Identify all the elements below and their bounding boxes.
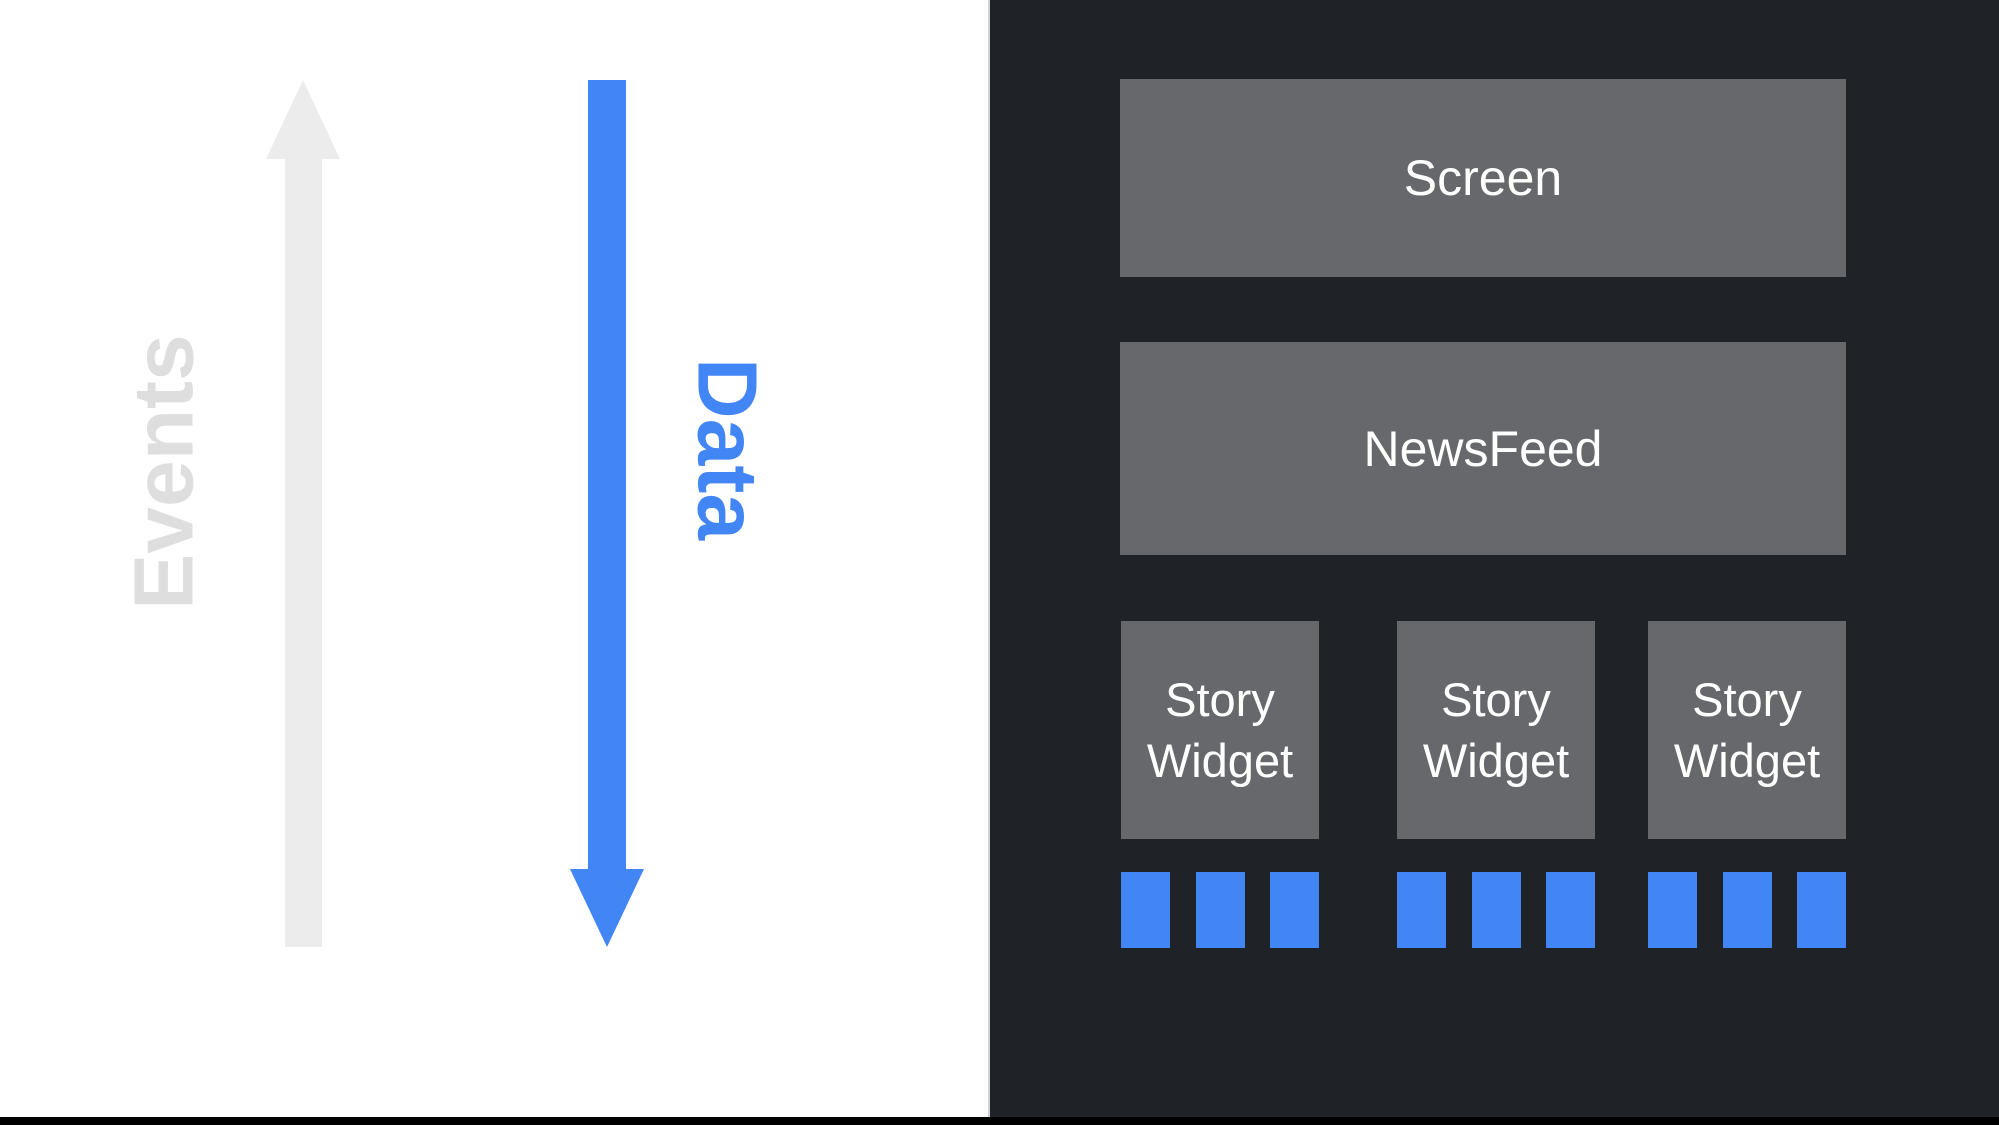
story-label-line1: Story [1165, 672, 1275, 726]
screen-widget-box: Screen [1120, 79, 1846, 277]
down-arrow-head-icon [570, 869, 644, 947]
up-arrow-head-icon [266, 80, 340, 159]
screen-widget-label: Screen [1403, 150, 1563, 206]
up-arrow-shaft [285, 159, 322, 947]
data-tile [1270, 872, 1319, 948]
story-label-line2: Widget [1422, 734, 1570, 787]
data-tile [1722, 872, 1772, 948]
events-label: Events [116, 334, 211, 610]
data-tile [1121, 872, 1170, 948]
down-arrow-shaft [588, 80, 626, 869]
data-flow-section: Events Data [0, 0, 988, 1125]
story-label-line1: Story [1441, 672, 1551, 726]
data-tile [1471, 872, 1521, 948]
newsfeed-widget-box: NewsFeed [1120, 342, 1846, 555]
newsfeed-widget-label: NewsFeed [1363, 420, 1603, 477]
bottom-letterbox-bar [0, 1117, 1999, 1125]
story-data-tiles [1648, 872, 1846, 948]
story-data-tiles [1397, 872, 1595, 948]
panel-edge-line [988, 0, 990, 1117]
story-label-line2: Widget [1146, 734, 1294, 787]
data-tile [1195, 872, 1245, 948]
story-label-line2: Widget [1673, 734, 1821, 787]
data-tile [1397, 872, 1446, 948]
data-tile [1797, 872, 1846, 948]
data-label: Data [680, 357, 775, 541]
story-label-line1: Story [1692, 672, 1802, 726]
data-tile [1648, 872, 1697, 948]
story-data-tiles [1121, 872, 1319, 948]
data-tile [1546, 872, 1595, 948]
